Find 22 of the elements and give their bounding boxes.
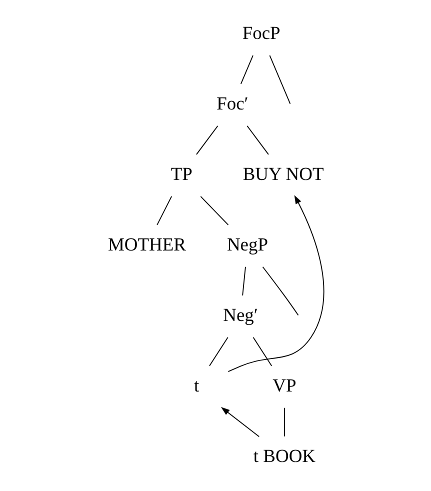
arrow: [220, 406, 260, 437]
connector: [252, 336, 272, 366]
connector: [200, 195, 228, 225]
node-text: Foc′: [216, 92, 248, 113]
node-text: VP: [272, 374, 296, 395]
node-text: NegP: [226, 234, 268, 254]
node-text: t: [194, 374, 199, 395]
node-text: MOTHER: [107, 234, 186, 254]
connector: [262, 266, 298, 316]
node-text: BUY NOT: [242, 163, 324, 184]
node-text: Neg′: [222, 304, 258, 324]
node-text: t BOOK: [252, 445, 316, 466]
connector: [240, 54, 253, 84]
node-text: FocP: [242, 22, 280, 42]
connector: [246, 124, 268, 154]
connector: [242, 266, 246, 296]
connector: [196, 124, 218, 154]
arrow: [227, 194, 324, 372]
connector: [208, 336, 228, 366]
connector: [268, 54, 290, 104]
connector: [156, 195, 172, 225]
node-text: TP: [170, 163, 192, 184]
